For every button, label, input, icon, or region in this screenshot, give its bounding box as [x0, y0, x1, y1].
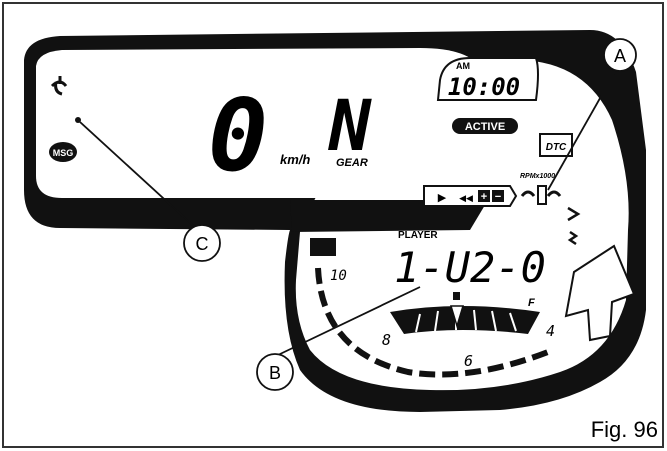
phone-icon	[537, 185, 547, 205]
turn-signal-icons	[520, 190, 562, 197]
plus-key	[478, 190, 490, 202]
tach-tick-8: 8	[382, 331, 391, 349]
callout-a-circle	[603, 38, 637, 72]
callout-c-dot	[75, 117, 81, 123]
minus-icon: −	[495, 191, 501, 203]
fuel-pump-icon	[453, 292, 460, 300]
bluetooth-icon	[567, 206, 581, 246]
minus-key	[492, 190, 504, 202]
fuel-needle	[449, 305, 465, 329]
tachometer-arc	[315, 267, 550, 378]
figure-caption: Fig. 96	[591, 417, 658, 442]
callout-a-leader	[547, 69, 617, 191]
callout-c-letter: C	[196, 234, 209, 254]
active-badge-label: ACTIVE	[465, 121, 505, 133]
callout-b-circle	[256, 353, 294, 391]
headlight-icon	[50, 76, 68, 96]
clock-time: 10:00	[448, 73, 520, 101]
play-icon: ▶	[438, 192, 447, 204]
msg-label: MSG	[53, 148, 74, 158]
media-controls: ▶ ◀◀ + −	[423, 185, 562, 207]
player-label: PLAYER	[398, 230, 438, 241]
callout-c-circle	[183, 224, 221, 262]
fuel-gauge: F	[390, 292, 540, 334]
housing-step	[290, 200, 488, 232]
tach-tick-10: 10	[330, 268, 347, 284]
plus-icon: +	[481, 191, 487, 203]
turn-arrow-icon	[564, 244, 636, 342]
gear-label: GEAR	[336, 157, 368, 169]
warning-icons: MSG	[49, 76, 77, 162]
dtc-indicator	[539, 133, 573, 157]
speed-readout: 0	[208, 77, 268, 194]
active-badge	[452, 118, 518, 134]
clock-display: AM 10:00	[436, 57, 539, 101]
fuel-full-label: F	[528, 297, 535, 309]
dtc-label: DTC	[546, 142, 567, 153]
callout-a-letter: A	[614, 46, 626, 66]
speed-unit: km/h	[280, 152, 310, 167]
tach-tick-4: 4	[546, 322, 555, 340]
clock-meridiem: AM	[456, 61, 470, 71]
rpm-label: RPMx1000	[520, 173, 555, 180]
player-readout: 1-U2-0	[394, 243, 546, 292]
tach-redline-block	[310, 238, 336, 256]
callout-b-leader	[277, 286, 421, 356]
tach-tick-6: 6	[464, 352, 473, 370]
gear-readout: N	[328, 85, 372, 167]
callout-b-letter: B	[269, 363, 281, 383]
volume-icon: ◀◀	[459, 193, 473, 203]
msg-bubble-icon	[49, 142, 77, 162]
callout-c-leader	[79, 121, 199, 231]
